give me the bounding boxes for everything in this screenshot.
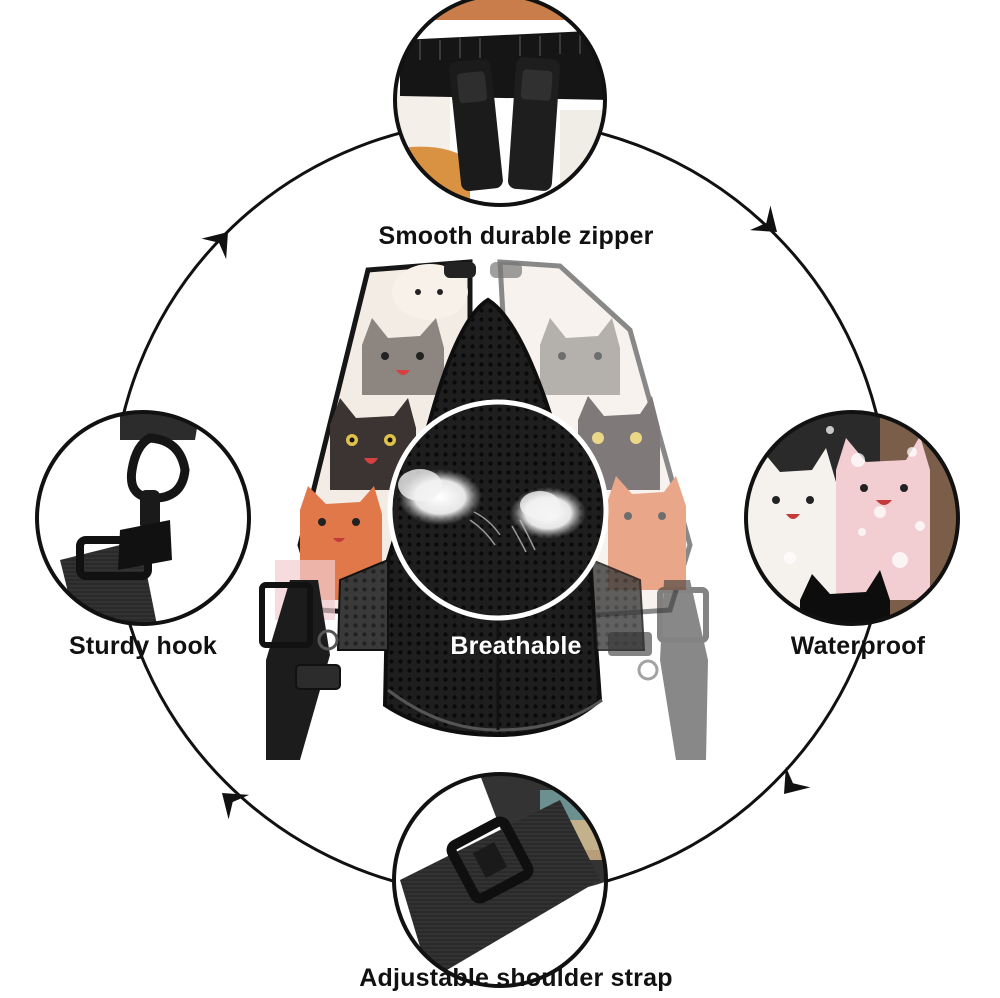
cat-gray-face <box>362 318 444 395</box>
left-strap <box>259 580 341 760</box>
cat-cream-face <box>392 264 468 320</box>
feature-label-hook: Sturdy hook <box>68 632 218 660</box>
strap-detail-circle <box>392 772 608 988</box>
zipper-pull-right <box>507 57 561 191</box>
zipper-pull-left <box>449 58 503 192</box>
cat-black-face <box>330 398 416 490</box>
water-droplets <box>784 426 925 568</box>
right-strap <box>608 580 709 760</box>
top-zipper-pulls <box>444 262 522 278</box>
feature-label-strap: Adjustable shoulder strap <box>359 964 673 992</box>
buckle-icon <box>446 816 534 904</box>
arrow-icon <box>784 766 811 794</box>
feature-label-zipper: Smooth durable zipper <box>378 222 654 250</box>
feature-label-breathable: Breathable <box>450 632 582 660</box>
arrow-icon <box>749 205 777 232</box>
cycle-arrows <box>201 205 811 820</box>
waterproof-detail-circle <box>744 410 960 626</box>
arrow-icon <box>201 232 228 260</box>
hook-icon <box>76 433 190 580</box>
breathable-zoom-circle <box>387 399 609 621</box>
feature-label-waterproof: Waterproof <box>790 632 926 660</box>
air-puff-right <box>510 487 586 539</box>
zipper-detail-circle <box>393 0 607 207</box>
arrow-icon <box>222 793 250 820</box>
air-puff-left <box>398 469 482 525</box>
hook-detail-circle <box>35 410 251 626</box>
side-mesh-pockets <box>336 558 646 651</box>
